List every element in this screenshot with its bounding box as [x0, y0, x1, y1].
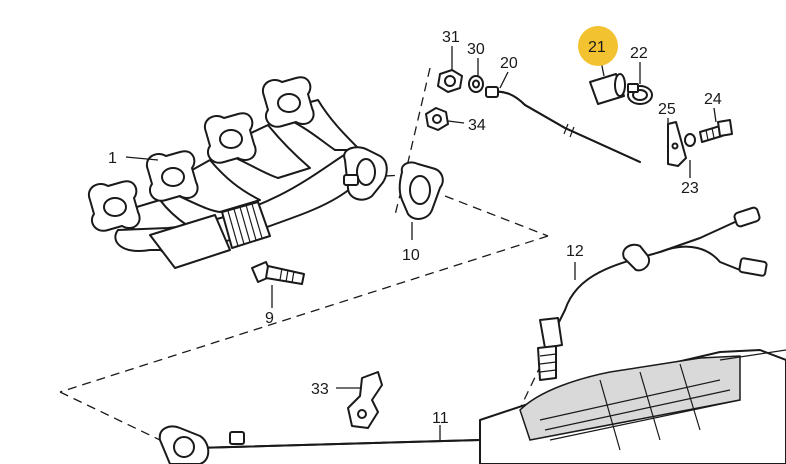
bolt-24[interactable] — [699, 119, 733, 143]
callout-12[interactable]: 12 — [566, 243, 584, 260]
callout-11[interactable]: 11 — [432, 410, 449, 427]
manifold-flange-1 — [87, 180, 141, 232]
nut-31[interactable] — [437, 69, 463, 93]
nut-34[interactable] — [425, 107, 449, 131]
leader-lines — [125, 46, 717, 440]
stud-nut — [343, 174, 359, 186]
pipe-20[interactable] — [485, 86, 641, 163]
callout-31[interactable]: 31 — [442, 29, 460, 46]
manifold-outlet-flange — [343, 146, 388, 201]
gasket[interactable] — [398, 161, 444, 220]
callout-33[interactable]: 33 — [311, 381, 329, 398]
bolt[interactable] — [251, 261, 305, 285]
washer-23[interactable] — [684, 133, 696, 147]
hanger-bracket-33[interactable] — [347, 371, 383, 429]
hose-clamp-22[interactable] — [627, 83, 653, 105]
exhaust-manifold[interactable] — [87, 76, 388, 269]
callout-24[interactable]: 24 — [704, 91, 722, 108]
callout-1[interactable]: 1 — [108, 150, 117, 167]
callout-23[interactable]: 23 — [681, 180, 699, 197]
callout-20[interactable]: 20 — [500, 55, 518, 72]
callout-10[interactable]: 10 — [402, 247, 420, 264]
callout-labels: 1 9 10 11 12 20 21 22 23 24 25 30 31 33 … — [108, 29, 722, 427]
manifold-flange-2 — [145, 150, 199, 202]
front-pipe-11[interactable] — [158, 425, 481, 464]
catalytic-converter[interactable] — [479, 349, 786, 464]
sleeve-21[interactable] — [589, 73, 626, 105]
callout-21[interactable]: 21 — [588, 39, 606, 56]
flex-bellows — [221, 201, 271, 249]
manifold-flange-4 — [261, 76, 315, 128]
callout-22[interactable]: 22 — [630, 45, 648, 62]
callout-9[interactable]: 9 — [265, 310, 274, 327]
manifold-flange-3 — [203, 112, 257, 164]
bracket-25[interactable] — [667, 121, 687, 167]
callout-30[interactable]: 30 — [467, 41, 485, 58]
washer-30[interactable] — [468, 75, 484, 93]
callout-34[interactable]: 34 — [468, 117, 486, 134]
callout-25[interactable]: 25 — [658, 101, 676, 118]
callout-21-highlight — [578, 26, 618, 66]
oxygen-sensor-12[interactable] — [537, 206, 768, 381]
